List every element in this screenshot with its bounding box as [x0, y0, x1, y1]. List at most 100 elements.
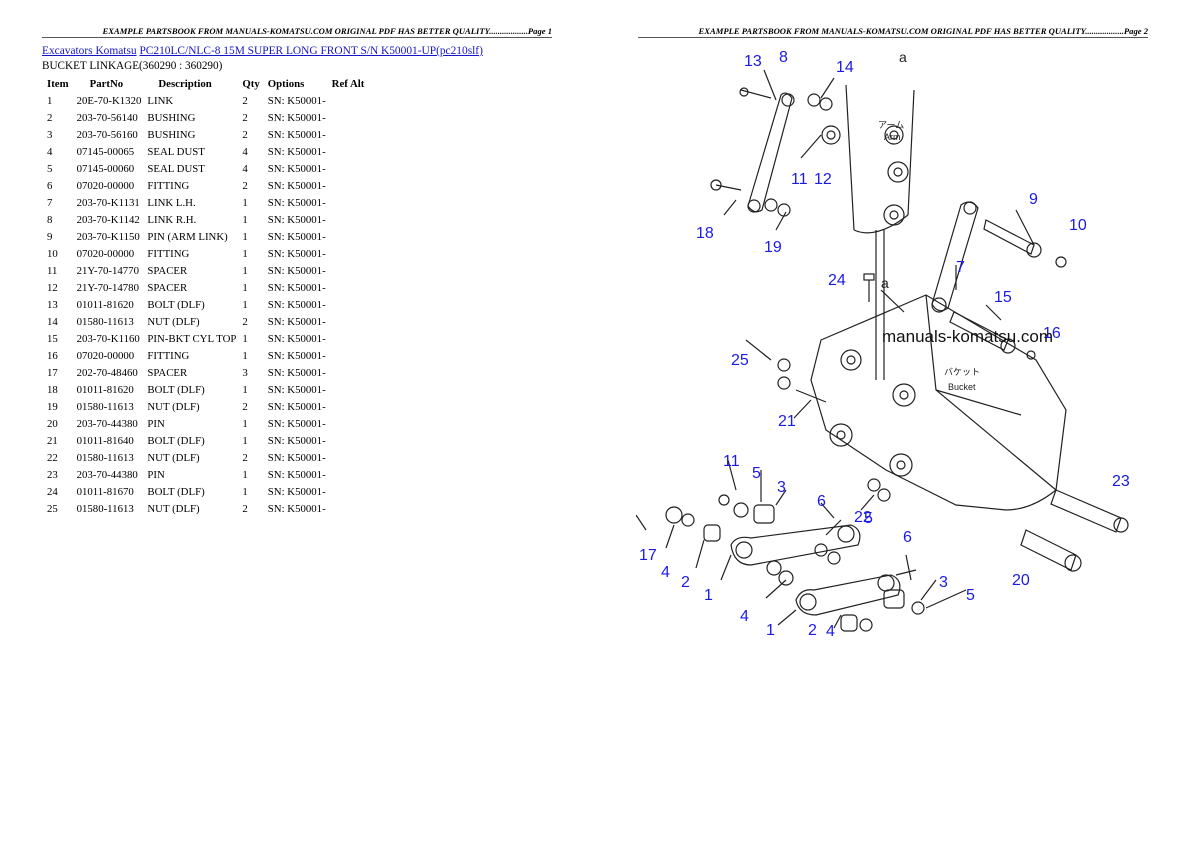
cell-item: 21	[47, 434, 58, 447]
ref-letter-bolt: a	[881, 275, 889, 291]
callout-label: 2	[808, 622, 817, 639]
cell-item: 20	[47, 417, 58, 430]
cell-options: SN: K50001-	[267, 434, 326, 447]
callout-label: 4	[826, 623, 835, 640]
breadcrumb-link-model[interactable]: PC210LC/NLC-8 15M SUPER LONG FRONT S/N K…	[139, 45, 483, 57]
cell-item: 1	[47, 94, 53, 107]
cell-partno: 07020-00000	[76, 247, 135, 260]
callout-label: 12	[814, 171, 832, 188]
callout-label: 23	[1112, 473, 1130, 490]
cell-partno: 01011-81620	[76, 298, 134, 311]
cell-qty: 1	[242, 468, 248, 481]
callout-label: 18	[696, 225, 714, 242]
cell-options: SN: K50001-	[267, 417, 326, 430]
cell-description: SEAL DUST	[147, 162, 205, 175]
callout-label: 11	[791, 171, 808, 188]
callout-label: 5	[864, 510, 873, 527]
cell-partno: 07145-00060	[76, 162, 135, 175]
cell-description: BOLT (DLF)	[147, 434, 205, 447]
callout-label: 3	[777, 479, 786, 496]
callout-label: 2	[681, 574, 690, 591]
ref-letter-top: a	[899, 49, 907, 65]
cell-description: LINK	[147, 94, 174, 107]
cell-refalt	[329, 347, 370, 364]
callout-label: 6	[817, 493, 826, 510]
cell-description: SEAL DUST	[147, 145, 205, 158]
cell-partno: 203-70-K1150	[76, 230, 140, 243]
cell-refalt	[329, 500, 370, 517]
cell-qty: 2	[242, 502, 248, 515]
arm-label-jp: アーム	[878, 120, 904, 131]
page-header-left: EXAMPLE PARTSBOOK FROM MANUALS-KOMATSU.C…	[42, 26, 552, 38]
cell-item: 9	[47, 230, 53, 243]
cell-refalt	[329, 432, 370, 449]
cell-qty: 1	[242, 332, 248, 345]
cell-options: SN: K50001-	[267, 451, 326, 464]
cell-item: 13	[47, 298, 58, 311]
callout-label: 8	[779, 49, 788, 66]
cell-options: SN: K50001-	[267, 332, 326, 345]
cell-partno: 20E-70-K1320	[76, 94, 142, 107]
cell-qty: 1	[242, 213, 248, 226]
cell-item: 3	[47, 128, 53, 141]
cell-options: SN: K50001-	[267, 94, 326, 107]
cell-qty: 2	[242, 128, 248, 141]
cell-partno: 203-70-K1160	[76, 332, 140, 345]
cell-refalt	[329, 262, 370, 279]
cell-partno: 07145-00065	[76, 145, 135, 158]
cell-description: NUT (DLF)	[147, 451, 200, 464]
cell-description: PIN	[147, 417, 165, 430]
cell-refalt	[329, 194, 370, 211]
cell-qty: 2	[242, 451, 248, 464]
cell-refalt	[329, 228, 370, 245]
cell-item: 22	[47, 451, 58, 464]
table-header-row: Item PartNo Description Qty Options Ref …	[44, 76, 369, 92]
callout-label: 9	[1029, 191, 1038, 208]
cell-description: BUSHING	[147, 128, 196, 141]
cell-partno: 01011-81620	[76, 383, 134, 396]
cell-partno: 203-70-K1131	[76, 196, 140, 209]
cell-description: BUSHING	[147, 111, 196, 124]
breadcrumb: Excavators Komatsu PC210LC/NLC-8 15M SUP…	[42, 45, 483, 57]
cell-refalt	[329, 92, 370, 109]
cell-options: SN: K50001-	[267, 298, 326, 311]
cell-qty: 1	[242, 281, 248, 294]
cell-qty: 1	[242, 434, 248, 447]
cell-partno: 203-70-44380	[76, 417, 138, 430]
cell-item: 15	[47, 332, 58, 345]
breadcrumb-link-excavators[interactable]: Excavators Komatsu	[42, 45, 137, 57]
watermark: manuals-komatsu.com	[882, 327, 1053, 346]
cell-item: 14	[47, 315, 58, 328]
cell-refalt	[329, 449, 370, 466]
callout-label: 7	[956, 259, 965, 276]
cell-description: SPACER	[147, 264, 188, 277]
cell-options: SN: K50001-	[267, 145, 326, 158]
cell-description: FITTING	[147, 179, 190, 192]
cell-options: SN: K50001-	[267, 502, 326, 515]
cell-qty: 1	[242, 485, 248, 498]
column-header-partno: PartNo	[89, 78, 124, 90]
cell-qty: 1	[242, 349, 248, 362]
callout-label: 1	[704, 587, 713, 604]
cell-item: 16	[47, 349, 58, 362]
cell-description: SPACER	[147, 281, 188, 294]
cell-options: SN: K50001-	[267, 247, 326, 260]
callout-label: 6	[903, 529, 912, 546]
cell-qty: 1	[242, 230, 248, 243]
